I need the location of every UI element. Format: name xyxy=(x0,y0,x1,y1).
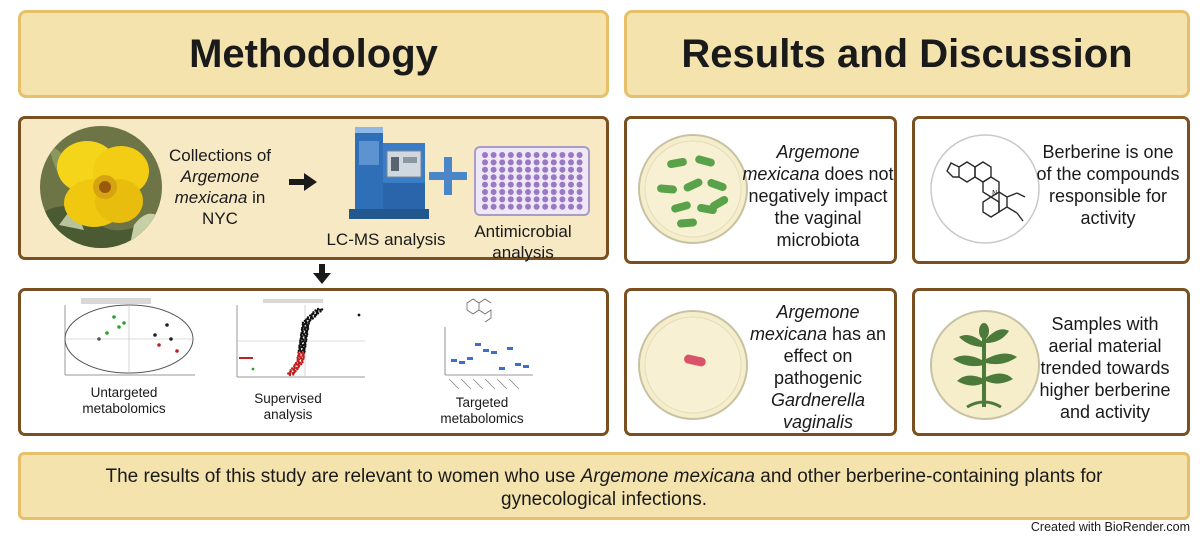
result-panel-microbiota: Argemone mexicana does not negatively im… xyxy=(624,116,897,264)
methodology-analysis-panel: Untargeted metabolomics Supervised analy… xyxy=(18,288,609,436)
result-aerial-text: Samples with aerial material trended tow… xyxy=(1039,314,1171,422)
result-gardnerella-text: Argemone mexicana has an effect on patho… xyxy=(749,302,887,432)
lcms-instrument-icon xyxy=(349,127,429,219)
well-plate-icon xyxy=(474,146,590,216)
conclusion-text: The results of this study are relevant t… xyxy=(105,466,1103,510)
conclusion-banner: The results of this study are relevant t… xyxy=(18,452,1190,520)
conclusion-species: Argemone mexicana xyxy=(580,466,755,487)
targeted-plot-thumbnail xyxy=(444,298,533,390)
pca-plot-thumbnail xyxy=(64,298,195,376)
bacteria-dish-icon xyxy=(638,134,748,244)
methodology-title: Methodology xyxy=(189,31,438,76)
antimicrobial-label: Antimicrobial analysis xyxy=(474,222,572,262)
methodology-collection-panel: Collections of Argemone mexicana in NYC … xyxy=(18,116,609,262)
argemone-flower-image xyxy=(40,126,162,248)
lcms-label: LC-MS analysis xyxy=(326,230,446,249)
arrow-right-icon xyxy=(289,173,317,191)
collection-species: Argemone mexicana xyxy=(174,167,260,207)
svg-text:N: N xyxy=(992,189,997,197)
plus-icon xyxy=(429,157,467,195)
berberine-structure-icon: N xyxy=(930,134,1040,244)
results-title: Results and Discussion xyxy=(681,31,1133,76)
supervised-label: Supervised analysis xyxy=(254,391,322,422)
plant-icon xyxy=(930,310,1040,420)
gardnerella-dish-icon xyxy=(638,310,748,420)
result-microbiota-text: Argemone mexicana does not negatively im… xyxy=(742,142,894,250)
untargeted-label: Untargeted metabolomics xyxy=(82,385,166,416)
arrow-down-icon xyxy=(313,264,331,284)
result-panel-berberine: N Berberine is one of the compounds resp… xyxy=(912,116,1190,264)
result-panel-gardnerella: Argemone mexicana has an effect on patho… xyxy=(624,288,897,436)
methodology-header: Methodology xyxy=(18,10,609,98)
collection-label: Collections of Argemone mexicana in NYC xyxy=(168,146,272,228)
result-panel-aerial: Samples with aerial material trended tow… xyxy=(912,288,1190,436)
result-berberine-text: Berberine is one of the compounds respon… xyxy=(1036,142,1180,228)
results-header: Results and Discussion xyxy=(624,10,1190,98)
biorender-credit: Created with BioRender.com xyxy=(1030,520,1190,534)
targeted-label: Targeted metabolomics xyxy=(440,395,524,426)
s-plot-thumbnail xyxy=(236,299,365,378)
